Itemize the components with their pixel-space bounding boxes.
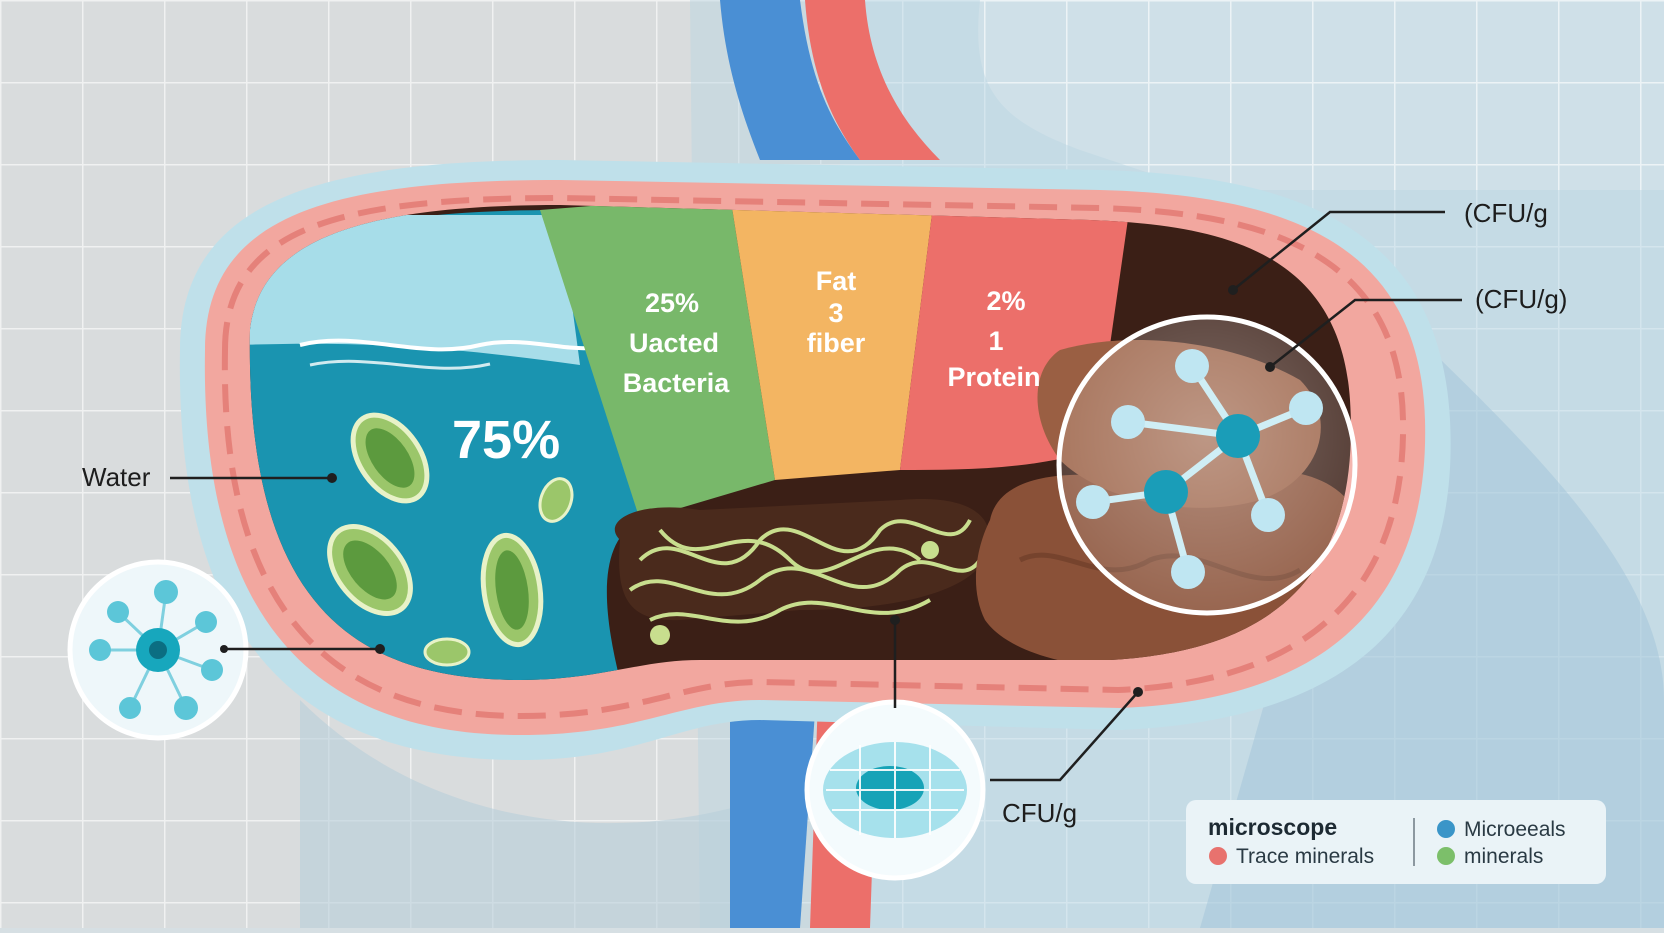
legend: microscope Trace minerals Microeeals min…	[1186, 800, 1606, 884]
legend-item-microeeals: Microeeals	[1464, 818, 1566, 841]
fat-line1: Fat	[816, 266, 857, 296]
protein-line1: 2%	[986, 286, 1025, 316]
protein-line3: Protein	[947, 362, 1040, 392]
fat-line3: fiber	[807, 328, 866, 358]
fat-line2: 3	[828, 298, 843, 328]
bacterium-icon	[350, 412, 430, 504]
fiber-mass	[614, 499, 990, 621]
molecule-lens	[1056, 314, 1358, 616]
wave-line	[309, 359, 491, 370]
water-surface	[249, 215, 580, 365]
vein-top	[720, 0, 860, 160]
legend-swatch-trace-minerals	[1209, 847, 1227, 865]
protein-line2: 1	[988, 326, 1003, 356]
bacteria-band	[540, 205, 775, 520]
legend-swatch-microeeals	[1437, 820, 1455, 838]
legend-swatch-minerals	[1437, 847, 1455, 865]
cfu-label-middle: (CFU/g)	[1475, 284, 1567, 314]
body-shadow-left	[300, 700, 760, 928]
bacterium-icon	[327, 524, 413, 616]
bacteria-line1: 25%	[645, 288, 699, 318]
muscle-layer	[221, 194, 1407, 720]
fiber-node	[650, 625, 670, 645]
callout-lines	[170, 210, 1462, 782]
cell-icon	[89, 580, 223, 720]
legend-title: microscope	[1208, 814, 1337, 840]
fat-band	[730, 205, 935, 480]
legend-item-trace-minerals: Trace minerals	[1236, 845, 1374, 868]
bacteria-line2: Uacted	[629, 328, 719, 358]
callout-dots	[220, 285, 1275, 697]
molecule-atoms	[1076, 349, 1323, 589]
legend-item-minerals: minerals	[1464, 845, 1543, 868]
cfu-label-bottom: CFU/g	[1002, 798, 1077, 828]
wave-line	[299, 338, 591, 352]
water-label: Water	[82, 462, 151, 492]
bacterium-icon	[480, 532, 544, 648]
legend-box	[1186, 800, 1606, 884]
tissue-icon	[823, 742, 967, 838]
fiber-strands	[628, 519, 982, 624]
body-shadow	[1200, 300, 1664, 928]
artery-top	[805, 0, 940, 160]
fiber-node	[921, 541, 939, 559]
bacterium-icon	[538, 477, 574, 523]
cfu-label-top: (CFU/g	[1464, 198, 1548, 228]
water-percent: 75%	[452, 410, 560, 470]
bacterium-icon	[423, 637, 471, 667]
bacteria-line3: Bacteria	[623, 368, 731, 398]
